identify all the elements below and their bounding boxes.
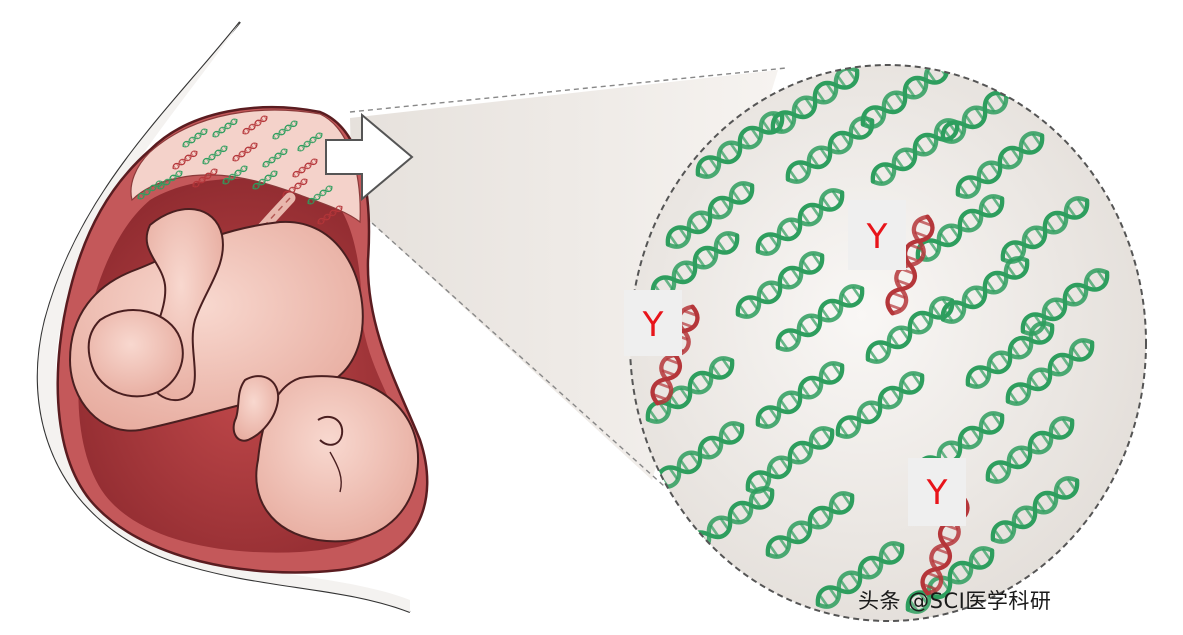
cone-edge-bottom: [351, 204, 665, 487]
y-marker-3: Y: [908, 458, 966, 526]
y-marker-label: Y: [642, 305, 664, 345]
cone-edge-top: [349, 67, 787, 113]
fetus: [68, 208, 420, 543]
y-marker-1: Y: [624, 290, 682, 356]
y-marker-label: Y: [926, 473, 948, 513]
y-marker-2: Y: [848, 200, 906, 270]
watermark: 头条 @SCI医学科研: [858, 589, 1052, 613]
y-marker-label: Y: [866, 217, 888, 257]
magnify-arrow: [325, 112, 414, 202]
